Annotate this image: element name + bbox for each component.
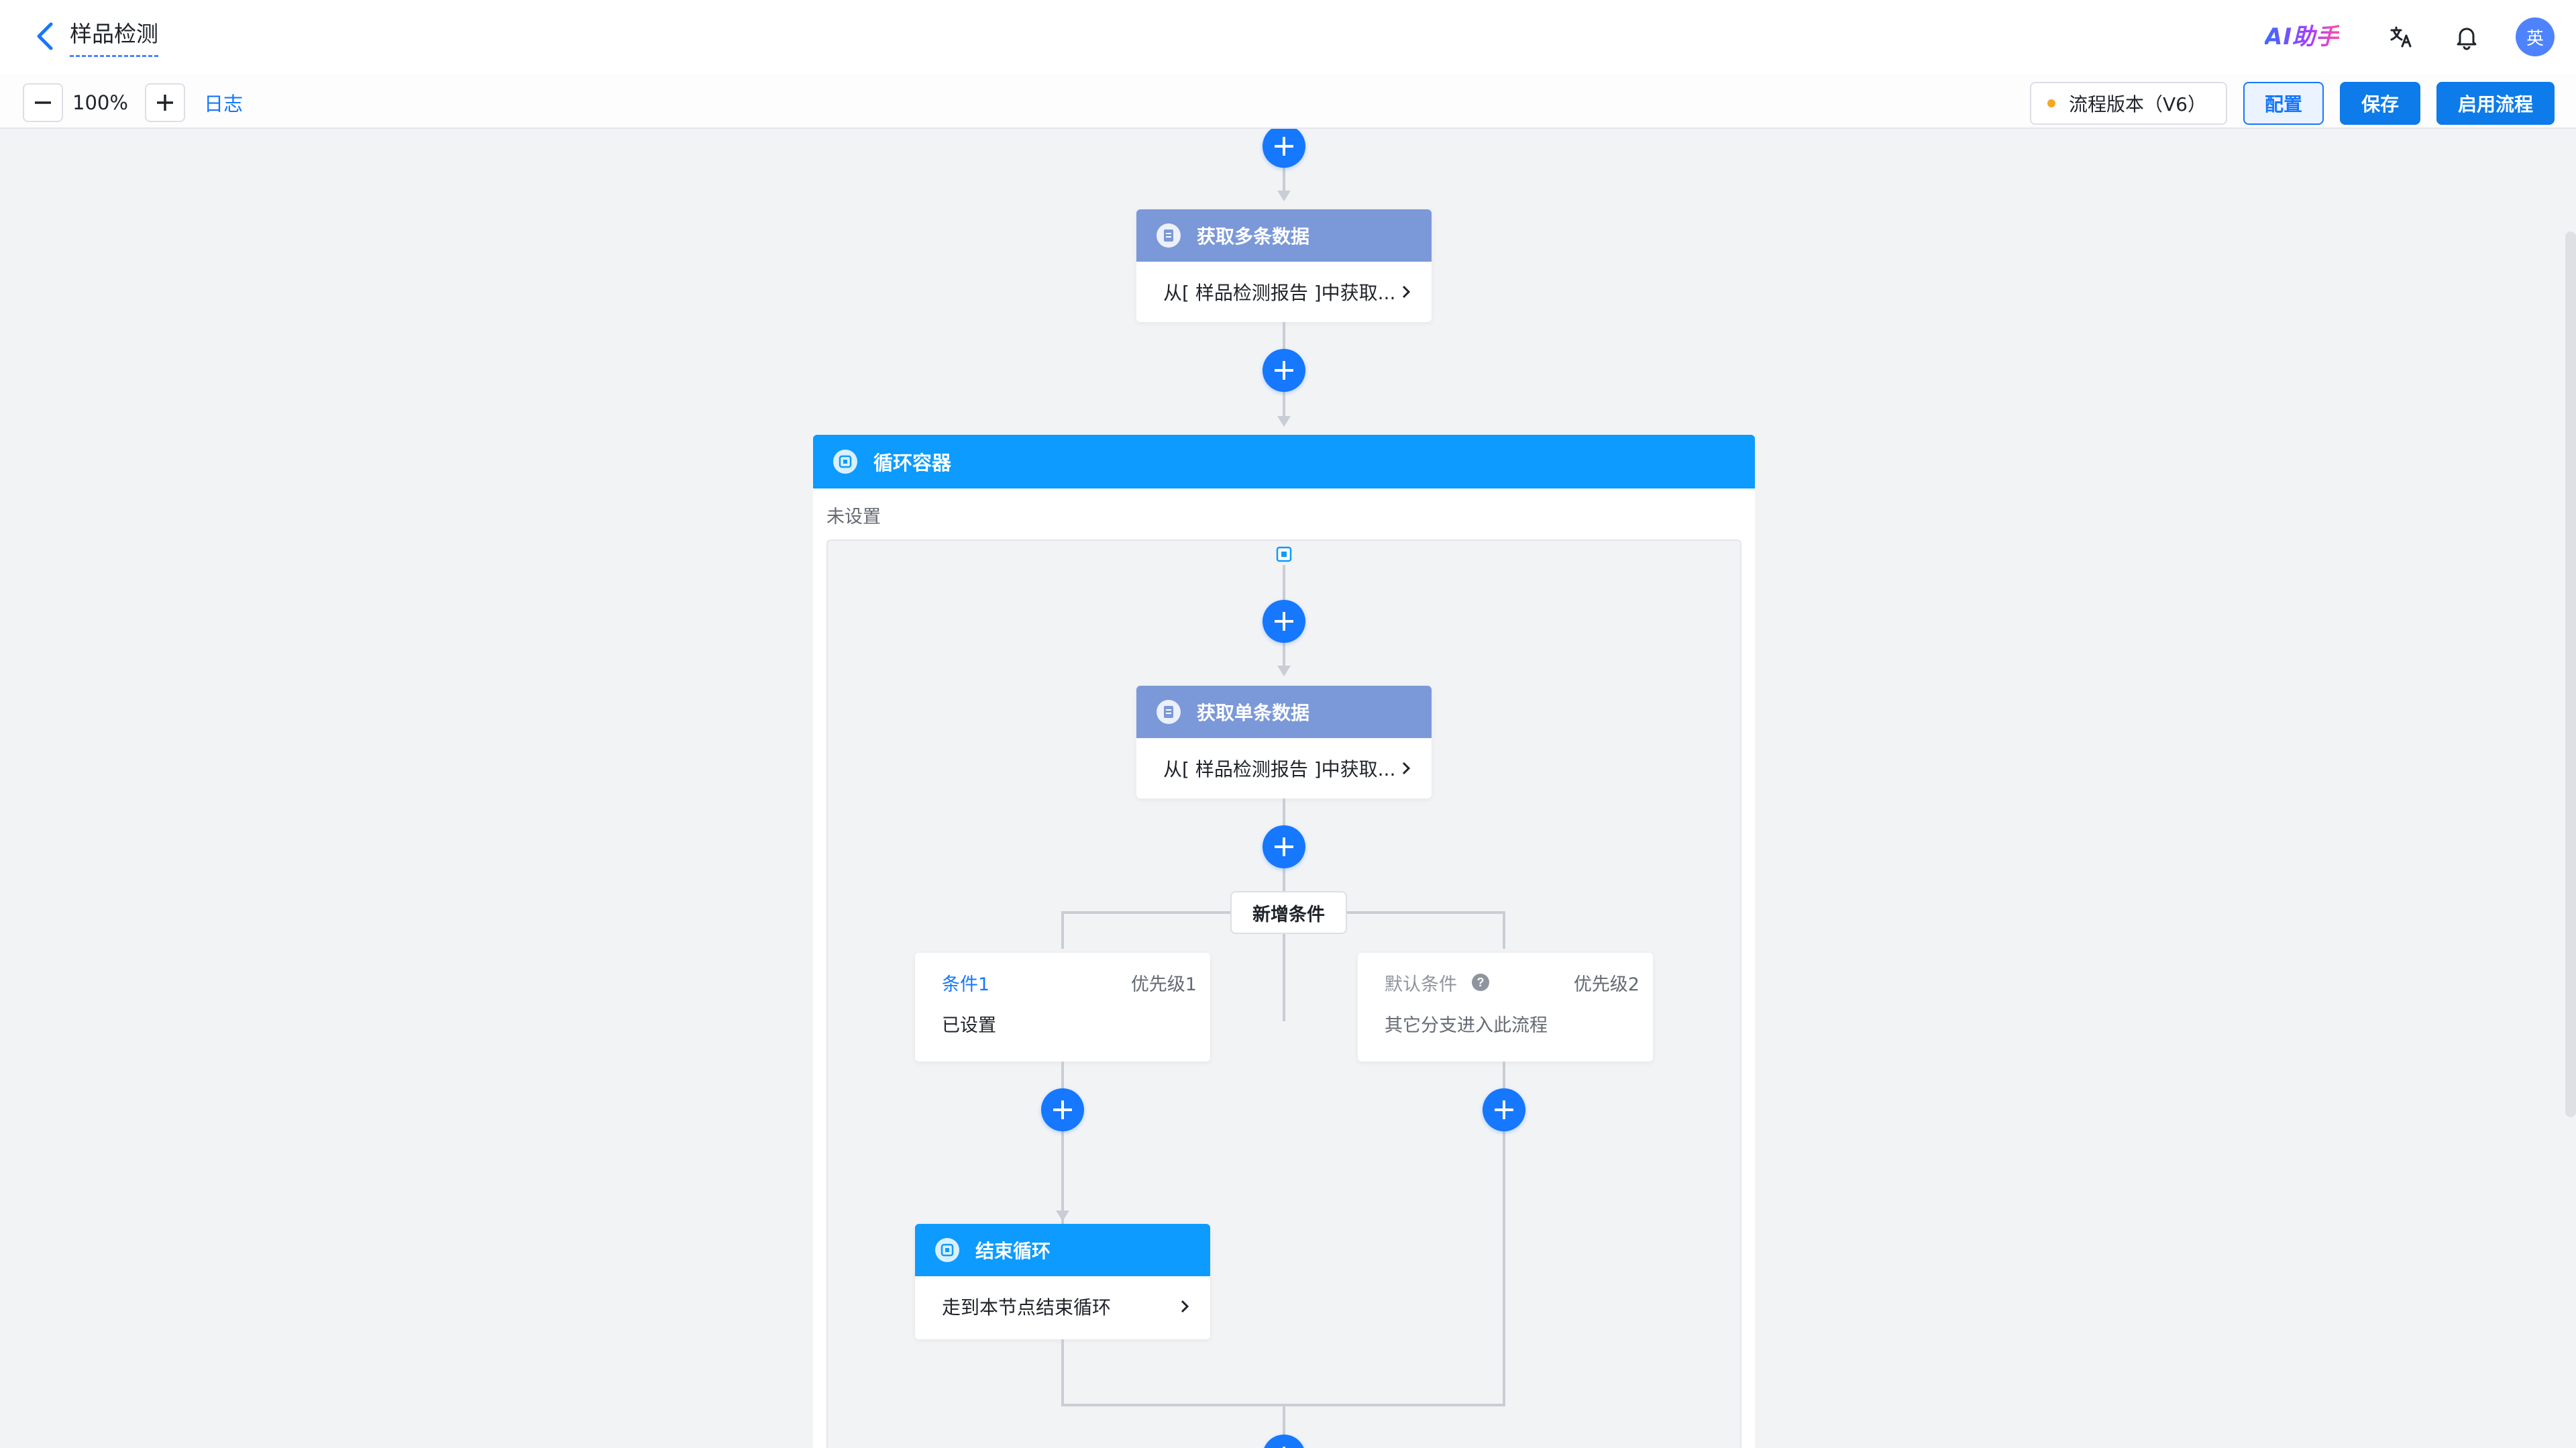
enable-flow-button[interactable]: 启用流程 bbox=[2436, 82, 2555, 125]
node-header: 获取多条数据 bbox=[1136, 209, 1432, 262]
document-icon bbox=[1157, 223, 1181, 248]
node-end-loop[interactable]: 结束循环 走到本节点结束循环 bbox=[915, 1224, 1210, 1339]
branch-line bbox=[1503, 911, 1505, 949]
back-button[interactable] bbox=[28, 17, 62, 55]
plus-icon bbox=[1283, 1447, 1285, 1448]
connector-line bbox=[1061, 1339, 1064, 1405]
chevron-left-icon bbox=[37, 22, 53, 50]
node-header: 结束循环 bbox=[915, 1224, 1210, 1276]
version-label: 流程版本（V6） bbox=[2069, 93, 2206, 115]
add-node-button[interactable] bbox=[1483, 1088, 1525, 1131]
arrow-down-icon bbox=[1277, 666, 1291, 676]
add-node-button[interactable] bbox=[1041, 1088, 1084, 1131]
chevron-right-icon bbox=[1402, 285, 1411, 299]
zoom-level: 100% bbox=[72, 91, 128, 114]
condition-name: 条件1 bbox=[942, 974, 990, 995]
plus-icon bbox=[1275, 137, 1293, 156]
svg-text:?: ? bbox=[1477, 976, 1485, 989]
plus-icon bbox=[1053, 1100, 1072, 1119]
version-status-dot bbox=[2047, 99, 2055, 107]
condition-priority: 优先级2 bbox=[1573, 974, 1640, 995]
plus-icon bbox=[1275, 837, 1293, 856]
save-button[interactable]: 保存 bbox=[2340, 82, 2420, 125]
add-node-button[interactable] bbox=[1263, 1435, 1305, 1448]
add-node-button[interactable] bbox=[1263, 825, 1305, 868]
flow-version-select[interactable]: 流程版本（V6） bbox=[2030, 82, 2227, 125]
page-title[interactable]: 样品检测 bbox=[70, 16, 158, 57]
node-get-single-data[interactable]: 获取单条数据 从[ 样品检测报告 ]中获取... bbox=[1136, 686, 1432, 798]
node-get-multi-data[interactable]: 获取多条数据 从[ 样品检测报告 ]中获取... bbox=[1136, 209, 1432, 322]
add-condition-button[interactable]: 新增条件 bbox=[1230, 891, 1347, 934]
condition-name: 默认条件 bbox=[1385, 974, 1457, 995]
connector-line bbox=[1061, 1062, 1064, 1343]
node-summary: 走到本节点结束循环 bbox=[942, 1296, 1112, 1318]
loop-icon bbox=[833, 450, 857, 474]
minus-icon bbox=[35, 101, 51, 104]
node-summary: 从[ 样品检测报告 ]中获取... bbox=[1163, 282, 1396, 304]
arrow-down-icon bbox=[1277, 191, 1291, 201]
node-summary: 从[ 样品检测报告 ]中获取... bbox=[1163, 758, 1396, 780]
condition-card-1[interactable]: 条件1 优先级1 已设置 bbox=[915, 953, 1210, 1062]
arrow-down-icon bbox=[1056, 1210, 1069, 1221]
node-title: 获取单条数据 bbox=[1197, 702, 1310, 724]
app-header: 样品检测 AI助手 英 bbox=[0, 0, 2576, 74]
zoom-in-button[interactable] bbox=[145, 83, 185, 122]
help-icon[interactable]: ? bbox=[1470, 972, 1491, 992]
plus-icon bbox=[1495, 1100, 1513, 1119]
condition-status: 已设置 bbox=[942, 1015, 996, 1036]
chevron-right-icon bbox=[1402, 762, 1411, 775]
chevron-right-icon bbox=[1181, 1300, 1189, 1313]
translate-button[interactable] bbox=[2384, 20, 2418, 54]
ai-assistant-button[interactable]: AI助手 bbox=[2265, 20, 2339, 54]
connector-line bbox=[1503, 1062, 1505, 1405]
loop-status: 未设置 bbox=[826, 507, 881, 527]
bell-icon bbox=[2457, 28, 2477, 50]
condition-name-wrap: 默认条件 ? bbox=[1385, 970, 1491, 996]
toolbar: 100% 日志 流程版本（V6） 配置 保存 启用流程 bbox=[0, 74, 2576, 129]
plus-icon bbox=[157, 95, 173, 111]
loop-title: 循环容器 bbox=[873, 452, 952, 474]
plus-icon bbox=[1275, 612, 1293, 631]
vertical-scrollbar[interactable] bbox=[2565, 231, 2576, 1117]
node-header: 获取单条数据 bbox=[1136, 686, 1432, 738]
loop-header[interactable]: 循环容器 bbox=[813, 435, 1755, 488]
condition-card-default[interactable]: 默认条件 ? 优先级2 其它分支进入此流程 bbox=[1358, 953, 1653, 1062]
document-icon bbox=[1157, 700, 1181, 724]
translate-icon bbox=[2390, 26, 2412, 48]
log-link[interactable]: 日志 bbox=[204, 93, 244, 115]
condition-priority: 优先级1 bbox=[1130, 974, 1197, 995]
add-node-button[interactable] bbox=[1263, 349, 1305, 392]
zoom-out-button[interactable] bbox=[23, 83, 63, 122]
arrow-down-icon bbox=[1277, 416, 1291, 427]
loop-start-icon bbox=[1276, 546, 1292, 562]
condition-header: 默认条件 ? 优先级2 bbox=[1385, 969, 1640, 996]
node-title: 获取多条数据 bbox=[1197, 225, 1310, 248]
node-body: 走到本节点结束循环 bbox=[915, 1276, 1210, 1337]
plus-icon bbox=[1275, 361, 1293, 380]
add-node-button[interactable] bbox=[1263, 600, 1305, 643]
condition-status: 其它分支进入此流程 bbox=[1385, 1015, 1548, 1036]
connector-line bbox=[1283, 1404, 1285, 1448]
branch-line bbox=[1061, 911, 1064, 949]
flow-canvas[interactable]: 获取多条数据 从[ 样品检测报告 ]中获取... 循环容器 未设置 bbox=[0, 129, 2576, 1448]
node-body: 从[ 样品检测报告 ]中获取... bbox=[1136, 738, 1432, 798]
node-title: 结束循环 bbox=[975, 1240, 1051, 1262]
loop-end-icon bbox=[935, 1238, 959, 1262]
condition-header: 条件1 优先级1 bbox=[942, 969, 1197, 996]
add-node-button[interactable] bbox=[1263, 129, 1305, 168]
node-body: 从[ 样品检测报告 ]中获取... bbox=[1136, 262, 1432, 322]
avatar[interactable]: 英 bbox=[2516, 17, 2555, 56]
notification-button[interactable] bbox=[2450, 20, 2483, 54]
config-button[interactable]: 配置 bbox=[2243, 82, 2324, 125]
